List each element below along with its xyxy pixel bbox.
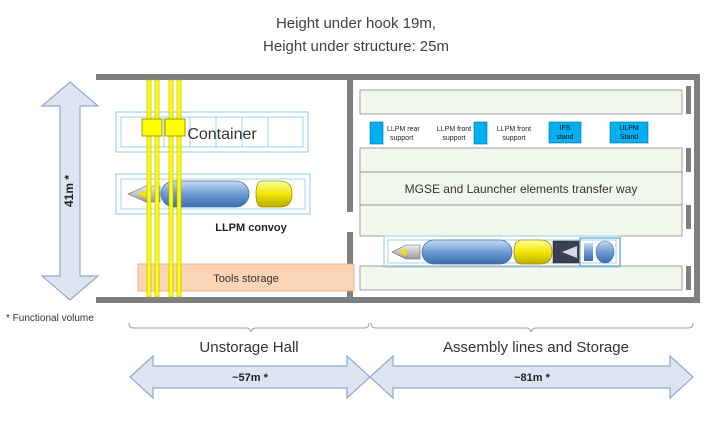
footnote: * Functional volume (6, 313, 94, 324)
support-4-line1: IFS (560, 125, 571, 132)
support-1-line1: LLPM rear (387, 126, 420, 133)
unstorage-hall-brace (128, 322, 370, 333)
support-5-line2: Stand (620, 134, 638, 141)
assembly-brace (370, 322, 694, 333)
support-3: LLPM front support (497, 126, 531, 142)
support-4-line2: stand (556, 134, 573, 141)
assembly-width-label: ~81m * (514, 372, 550, 384)
unstorage-width-label: ~57m * (232, 372, 268, 384)
support-2-line2: support (442, 135, 465, 142)
unstorage-hall-label: Unstorage Hall (199, 339, 298, 356)
support-2: LLPM front support (437, 121, 488, 145)
support-5: ULPM Stand (609, 121, 649, 144)
support-2-line1: LLPM front (437, 126, 471, 133)
crane-rails (141, 79, 186, 298)
support-3-line2: support (502, 135, 525, 142)
transfer-way-label: MGSE and Launcher elements transfer way (405, 182, 638, 196)
support-1-line2: support (390, 135, 413, 142)
support-5-line1: ULPM (619, 125, 639, 132)
tools-storage-area: Tools storage (137, 263, 355, 292)
assembly-lane-3 (359, 204, 683, 237)
convoy-label: LLPM convoy (215, 222, 287, 234)
assembly-lanes (359, 89, 683, 291)
tools-storage-label: Tools storage (213, 273, 278, 285)
assembly-lane-2 (359, 147, 683, 173)
header-line-2: Height under structure: 25m (263, 38, 449, 55)
container-label: Container (187, 126, 257, 143)
support-1: LLPM rear support (369, 121, 420, 145)
assembly-lane-1 (359, 89, 683, 115)
header-line-1: Height under hook 19m, (276, 15, 436, 32)
assembly-lane-4 (359, 265, 683, 291)
llpm-convoy: LLPM convoy (115, 173, 311, 234)
assembly-width-arrow: ~81m * (369, 354, 694, 400)
support-4: IFS stand (548, 121, 582, 144)
assembly-label: Assembly lines and Storage (443, 339, 629, 356)
launcher-assembly (383, 235, 621, 268)
vertical-dimension-arrow: 41m * (40, 81, 100, 301)
support-3-line1: LLPM front (497, 126, 531, 133)
unstorage-width-arrow: ~57m * (129, 354, 371, 400)
vertical-dimension-label: 41m * (62, 175, 76, 207)
transfer-way (359, 171, 683, 206)
